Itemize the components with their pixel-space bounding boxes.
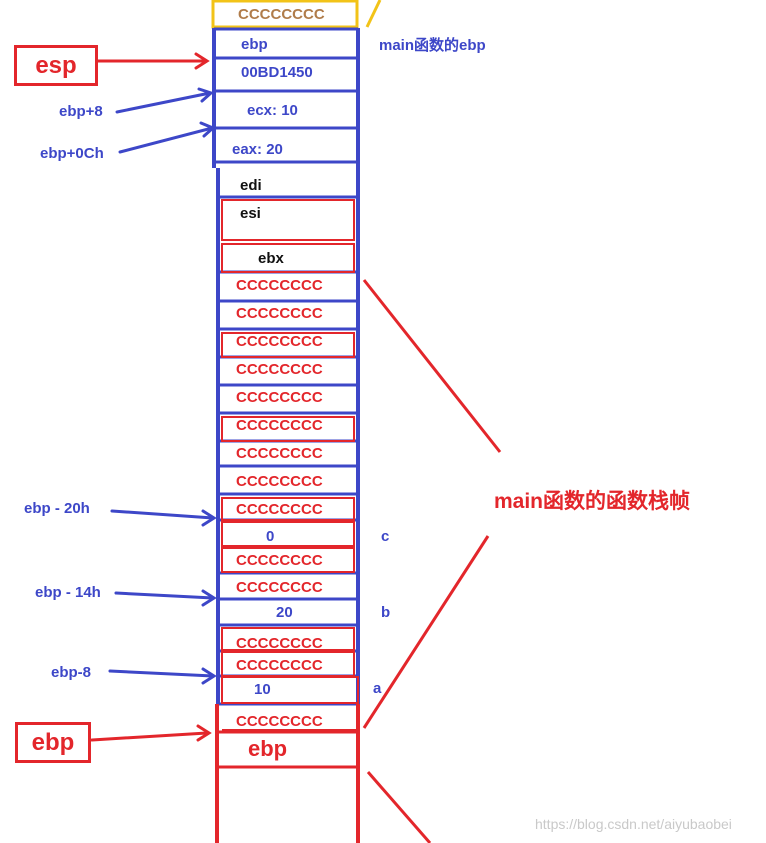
ebp-plus-8-label: ebp+8 [59, 103, 103, 120]
eax-value: 20 [266, 141, 283, 158]
top-fill-cell: CCCCCCCC [238, 6, 325, 23]
fill-cell: CCCCCCCC [236, 473, 323, 490]
esp-label: esp [35, 51, 77, 79]
return-address-cell: 00BD1450 [241, 64, 313, 81]
ebp8-arrow-head [197, 87, 214, 103]
fill-cell: CCCCCCCC [236, 579, 323, 596]
fill-cell: CCCCCCCC [236, 305, 323, 322]
top-cell-border [211, 0, 359, 29]
frame-bracket-lower [362, 535, 490, 729]
ecx-value: 10 [281, 102, 298, 119]
red-inner-boxes [221, 199, 359, 704]
esi-cell: esi [240, 205, 261, 222]
fill-cell: CCCCCCCC [236, 445, 323, 462]
fill-cell: CCCCCCCC [236, 501, 323, 518]
var-c-label: c [381, 528, 390, 545]
fill-cell: CCCCCCCC [236, 361, 323, 378]
ebp-minus-20h-label: ebp - 20h [24, 500, 90, 517]
main-ebp-label: main函数的ebp [379, 37, 486, 54]
ebp20-arrow-head [201, 509, 217, 527]
ebp0c-arrow-head [199, 121, 216, 138]
fill-cell: CCCCCCCC [236, 552, 323, 569]
watermark: https://blog.csdn.net/aiyubaobei [535, 816, 732, 832]
frame-title: main函数的函数栈帧 [494, 490, 691, 513]
top-gold-slash [365, 0, 382, 28]
edi-cell: edi [240, 177, 262, 194]
fill-cell: CCCCCCCC [236, 333, 323, 350]
fill-cell: CCCCCCCC [236, 657, 323, 674]
eax-label: eax: [232, 141, 263, 158]
eax-cell: eax: 20 [232, 142, 283, 157]
ebp14-arrow-line [114, 591, 215, 600]
ecx-cell: ecx: 10 [247, 103, 298, 118]
ebp-label: ebp [31, 728, 75, 756]
fill-cell: CCCCCCCC [236, 389, 323, 406]
ebp-arrow-line [90, 731, 209, 742]
ebp-box: ebp [15, 722, 91, 763]
esp-arrow-head [194, 52, 210, 70]
var-a-label: a [373, 680, 382, 697]
ebpm8-arrow-line [108, 669, 215, 678]
fill-cell: CCCCCCCC [236, 277, 323, 294]
ebp0c-arrow-line [118, 126, 214, 154]
fill-cell: CCCCCCCC [236, 417, 323, 434]
ebx-cell: ebx [258, 250, 284, 267]
ebp8-arrow-line [115, 91, 212, 114]
var-a-cell: 10 [254, 681, 271, 698]
ebp-plus-0ch-label: ebp+0Ch [40, 145, 104, 162]
frame-bracket-bottom [366, 771, 432, 843]
ecx-label: ecx: [247, 102, 278, 119]
var-b-label: b [381, 604, 391, 621]
ebpm8-arrow-head [201, 667, 217, 685]
saved-ebp-cell: ebp [241, 36, 268, 53]
esp-box: esp [14, 45, 98, 86]
fill-cell: CCCCCCCC [236, 713, 323, 730]
frame-bracket-upper [362, 279, 502, 453]
ebp-minus-8-label: ebp-8 [51, 664, 92, 681]
ebp-arrow-head [196, 724, 212, 742]
fill-cell: CCCCCCCC [236, 635, 323, 652]
ebp-minus-14h-label: ebp - 14h [35, 584, 101, 601]
ebp14-arrow-head [201, 589, 217, 607]
var-b-cell: 20 [276, 604, 293, 621]
ebp20-arrow-line [110, 509, 215, 520]
ebp-slot-cell: ebp [248, 736, 288, 761]
var-c-cell: 0 [266, 528, 275, 545]
